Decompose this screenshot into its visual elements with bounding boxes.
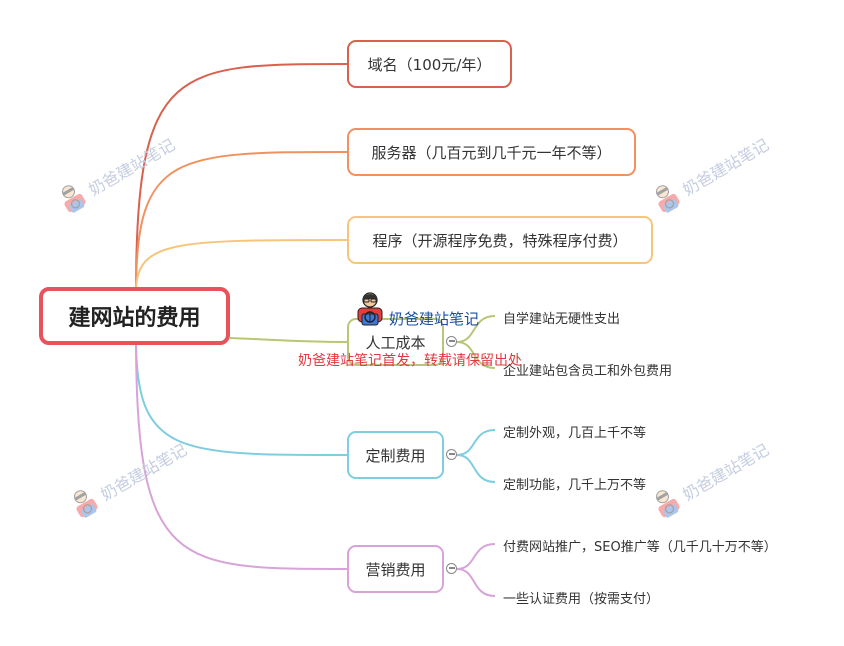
child-connector-marketing-1 bbox=[456, 568, 496, 597]
branch-marketing[interactable]: 营销费用 bbox=[347, 545, 444, 593]
connector-marketing bbox=[135, 337, 348, 570]
child-connector-labor-1 bbox=[456, 341, 496, 369]
watermark: 奶爸建站笔记 bbox=[64, 432, 194, 526]
connector-program bbox=[135, 239, 348, 293]
repost-notice: 奶爸建站笔记首发，转载请保留出处 bbox=[298, 353, 522, 369]
watermark: 奶爸建站笔记 bbox=[52, 127, 182, 221]
mascot-icon bbox=[61, 185, 86, 213]
branch-program[interactable]: 程序（开源程序免费，特殊程序付费） bbox=[347, 216, 653, 264]
child-connectors bbox=[456, 315, 496, 597]
connector-labor bbox=[229, 337, 348, 343]
child-connector-marketing-0 bbox=[456, 543, 496, 570]
leaf-labor-company[interactable]: 企业建站包含员工和外包费用 bbox=[503, 364, 673, 379]
branch-server[interactable]: 服务器（几百元到几千元一年不等） bbox=[347, 128, 636, 176]
branch-domain[interactable]: 域名（100元/年） bbox=[347, 40, 512, 88]
branch-labor[interactable]: 人工成本 bbox=[347, 318, 444, 366]
collapse-toggle-custom[interactable] bbox=[446, 449, 457, 460]
child-connector-custom-0 bbox=[456, 429, 496, 456]
connector-custom bbox=[135, 337, 348, 456]
leaf-custom-appearance[interactable]: 定制外观，几百上千不等 bbox=[503, 426, 647, 441]
watermark: 奶爸建站笔记 bbox=[646, 127, 776, 221]
mascot-icon bbox=[73, 490, 98, 518]
branch-connectors bbox=[135, 63, 348, 570]
collapse-toggle-marketing[interactable] bbox=[446, 563, 457, 574]
connector-domain bbox=[135, 63, 348, 293]
mascot-icon bbox=[357, 292, 383, 326]
child-connector-custom-1 bbox=[456, 454, 496, 483]
root-topic[interactable]: 建网站的费用 bbox=[39, 287, 230, 345]
brand-overlay: 奶爸建站笔记 bbox=[353, 291, 479, 329]
collapse-toggle-labor[interactable] bbox=[446, 336, 457, 347]
leaf-labor-self[interactable]: 自学建站无硬性支出 bbox=[503, 312, 621, 327]
mascot-icon bbox=[655, 490, 680, 518]
leaf-custom-function[interactable]: 定制功能，几千上万不等 bbox=[503, 478, 647, 493]
child-connector-labor-0 bbox=[456, 315, 496, 343]
brand-text: 奶爸建站笔记 bbox=[389, 310, 480, 328]
branch-custom[interactable]: 定制费用 bbox=[347, 431, 444, 479]
connector-server bbox=[135, 151, 348, 293]
mascot-icon bbox=[655, 185, 680, 213]
leaf-marketing-promotion[interactable]: 付费网站推广，SEO推广等（几千几十万不等） bbox=[503, 540, 777, 555]
watermark: 奶爸建站笔记 bbox=[646, 432, 776, 526]
leaf-marketing-certification[interactable]: 一些认证费用（按需支付） bbox=[503, 592, 660, 607]
